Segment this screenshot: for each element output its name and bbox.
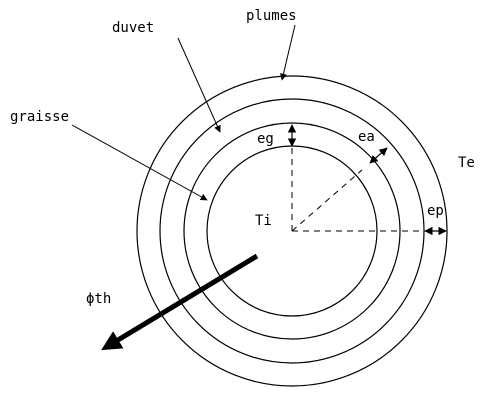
plumes-leader-line (280, 24, 296, 81)
label-eg: eg (257, 131, 274, 147)
duvet-leader-line (177, 37, 221, 133)
graisse-leader-line (71, 124, 208, 201)
ring-plumes (136, 75, 448, 387)
label-ti: Ti (255, 213, 272, 229)
dashed-radius-diagonal (291, 169, 363, 232)
label-te: Te (458, 155, 475, 171)
ring-duvet (159, 98, 425, 364)
label-ea: ea (358, 129, 375, 145)
label-phi-th: ϕth (86, 291, 111, 307)
label-duvet: duvet (112, 20, 154, 36)
label-graisse: graisse (10, 109, 69, 125)
ea-dimension-arrow (369, 147, 388, 164)
ring-graisse (183, 122, 401, 340)
label-ep: ep (427, 203, 444, 219)
heat-flux-arrow (101, 253, 259, 351)
label-plumes: plumes (246, 8, 297, 24)
